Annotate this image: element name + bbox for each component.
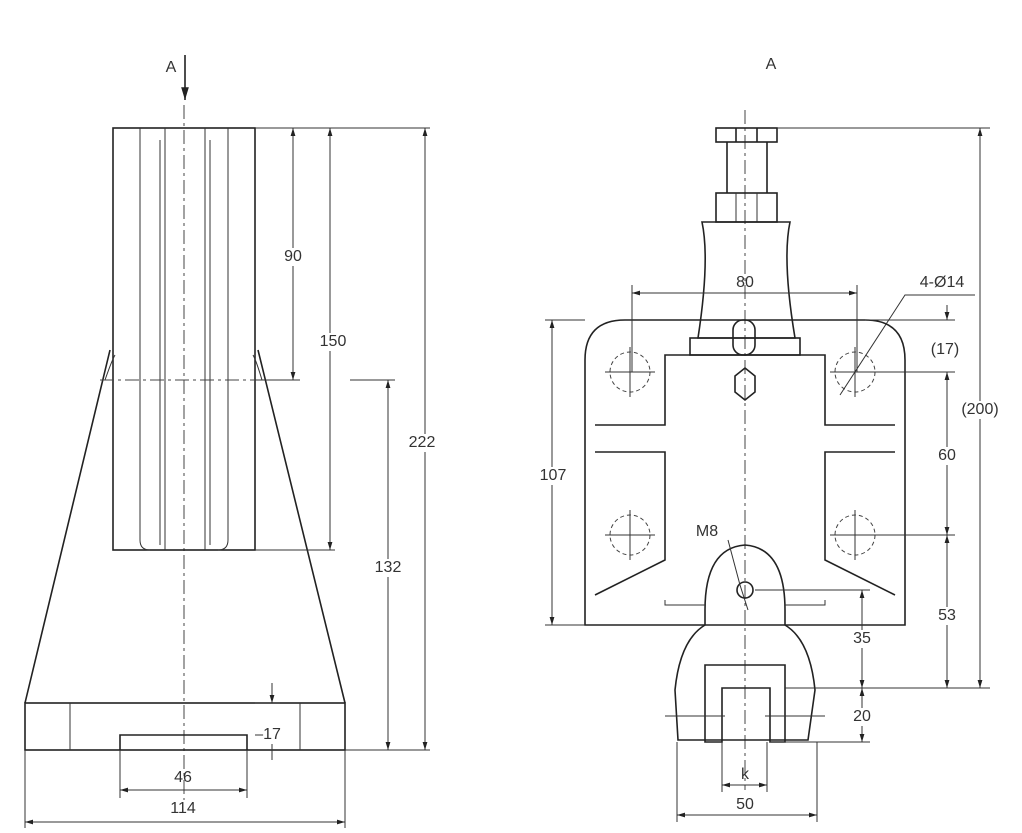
hole-spec: 4-Ø14	[919, 274, 965, 291]
dim-90: 90	[284, 248, 302, 266]
dim-k: k	[741, 766, 749, 783]
view-label: A	[765, 56, 777, 73]
dim-150: 150	[319, 333, 347, 351]
front-view	[545, 110, 990, 822]
dim-17: 17	[263, 726, 281, 744]
dim-114: 114	[170, 800, 196, 817]
dim-20: 20	[853, 708, 871, 726]
dim-80: 80	[736, 274, 754, 291]
dim-53: 53	[938, 607, 956, 625]
dim-50: 50	[736, 796, 754, 813]
side-view	[24, 55, 430, 828]
dim-107: 107	[539, 467, 567, 485]
thread-m8: M8	[695, 523, 719, 540]
dim-60: 60	[938, 447, 956, 465]
section-marker-label: A	[165, 59, 177, 76]
dim-17-ref: (17)	[930, 341, 960, 358]
dim-35: 35	[853, 630, 871, 648]
dim-46: 46	[174, 769, 192, 786]
dim-200-ref: (200)	[961, 401, 999, 419]
dim-222: 222	[408, 434, 436, 452]
dim-132: 132	[374, 559, 402, 577]
